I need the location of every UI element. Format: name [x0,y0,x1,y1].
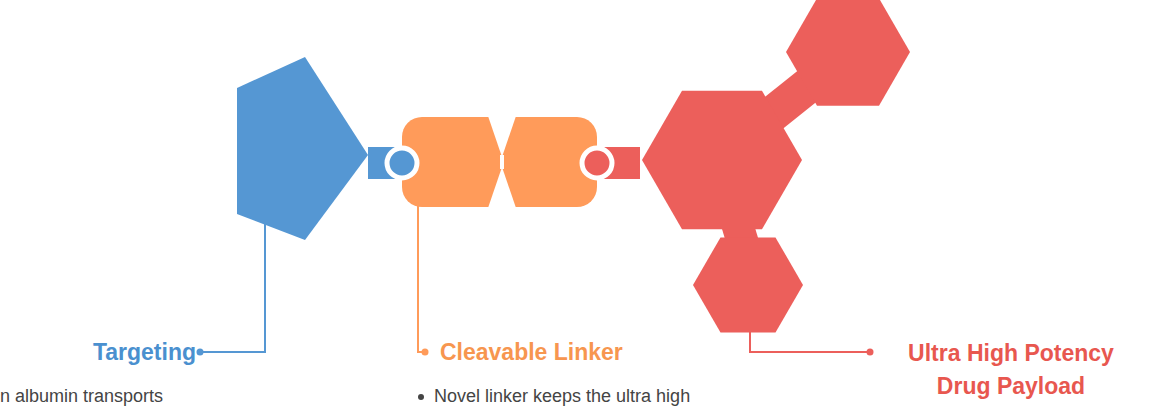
shape-outline [237,57,368,240]
leader-line [200,214,265,352]
linker-body [402,117,597,207]
linker-part: Cleavable LinkerNovel linker keeps the u… [402,117,597,207]
leader-dot [197,349,204,356]
leader-line [418,200,425,352]
payload-part: Ultra High Potency Drug Payload [640,0,910,335]
bullet-dot [418,394,424,400]
targeting-part: Targetingn albumin transports [237,57,368,240]
part-heading: Cleavable Linker [440,337,700,367]
linker-socket [387,148,417,178]
payload-hexagon [786,0,910,106]
part-description: Novel linker keeps the ultra high [434,386,764,406]
leader-dot [422,349,429,356]
part-description: n albumin transports [0,386,300,406]
linker-notch [488,167,516,208]
payload-hexagon [693,237,803,332]
linker-notch [488,116,516,157]
leader-dot [867,349,874,356]
shape-outline [402,117,597,207]
leader-line [750,330,870,352]
shape-outline [640,0,910,335]
payload-hexagon [642,91,802,230]
targeting-pentagon [237,57,368,240]
part-heading: Targeting [30,337,196,367]
linker-socket [582,148,612,178]
part-heading: Ultra High Potency Drug Payload [890,337,1132,403]
linker-seam [500,155,504,169]
